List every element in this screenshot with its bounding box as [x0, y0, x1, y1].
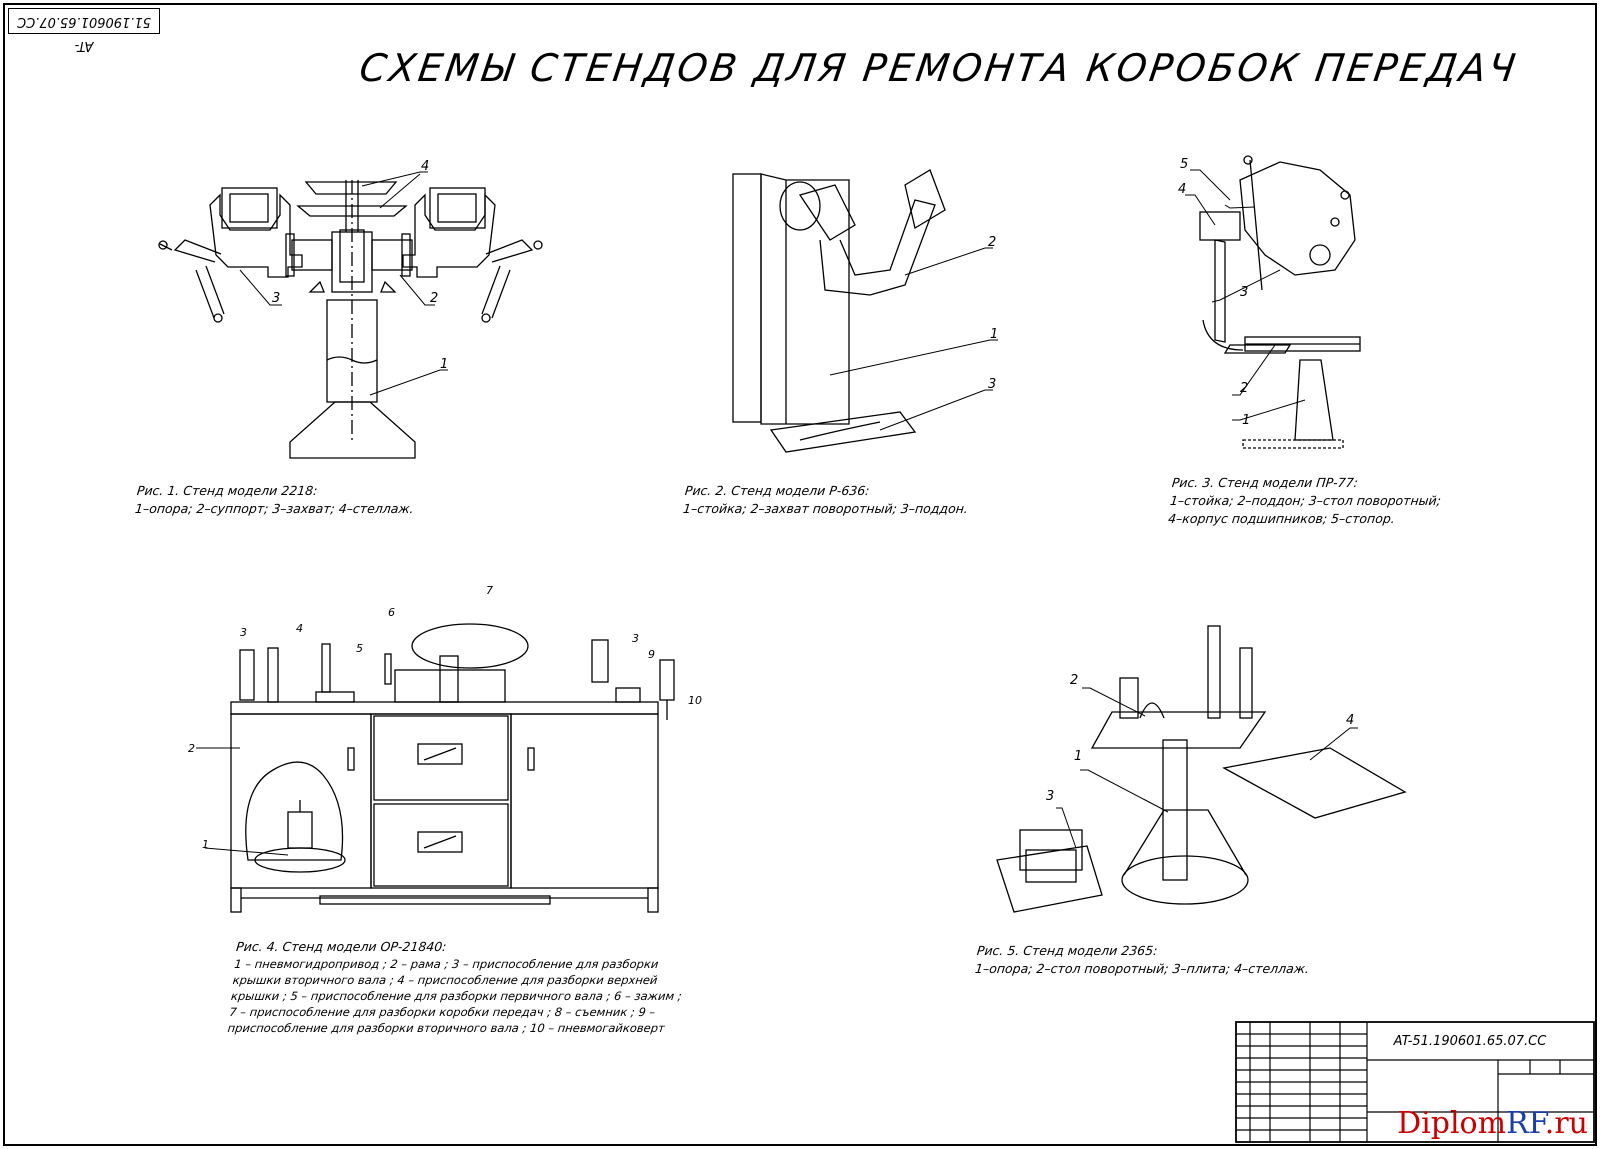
callout: 1	[440, 357, 448, 372]
callout: 10	[688, 694, 702, 707]
figure-4-stand-or21840	[196, 623, 675, 913]
figure-3-stand-pr77	[1185, 155, 1361, 449]
callout: 2	[988, 235, 996, 250]
figure-1-caption-block: Рис. 1. Стенд модели 2218: 1–опора; 2–су…	[134, 482, 416, 518]
figure-legend-line: крышки вторичного вала ; 4 – приспособле…	[232, 973, 659, 987]
callout: 4	[421, 159, 429, 174]
title-block	[1235, 1021, 1595, 1143]
callout: 1	[1242, 413, 1250, 428]
figure-legend-line: 4–корпус подшипников; 5–стопор.	[1167, 511, 1396, 526]
figure-legend-line: приспособление для разборки вторичного в…	[226, 1021, 666, 1035]
callout: 2	[1070, 673, 1078, 688]
callout: 7	[486, 584, 493, 597]
figure-2-callouts: 1 2 3	[988, 235, 998, 392]
figure-2-stand-p636	[732, 169, 998, 453]
watermark-logo[interactable]: DiplomRF.ru	[1397, 1106, 1588, 1141]
watermark-part: RF	[1506, 1106, 1545, 1141]
figure-caption: Рис. 2. Стенд модели Р-636:	[684, 483, 871, 498]
figure-legend-line: 1 – пневмогидропривод ; 2 – рама ; 3 – п…	[233, 957, 660, 971]
sheet-frame	[3, 3, 1597, 1146]
title-block-code: AT-51.190601.65.07.CC	[1393, 1034, 1547, 1049]
callout: 3	[240, 626, 247, 639]
figure-4-caption-block: Рис. 4. Стенд модели ОР-21840: 1 – пневм…	[227, 938, 688, 1036]
figure-2-caption-block: Рис. 2. Стенд модели Р-636: 1–стойка; 2–…	[682, 482, 971, 518]
figure-legend-line: 7 – приспособление для разборки коробки …	[228, 1005, 656, 1019]
figure-legend-line: крышки ; 5 – приспособление для разборки…	[230, 989, 683, 1003]
figure-5-callouts: 1 2 3 4	[1046, 673, 1354, 804]
callout: 2	[430, 291, 438, 306]
callout: 1	[990, 327, 998, 342]
callout: 3	[1046, 789, 1054, 804]
figure-3-caption-block: Рис. 3. Стенд модели ПР-77: 1–стойка; 2–…	[1167, 474, 1444, 528]
rotated-stamp: AT-51.190601.65.07.CC	[8, 8, 160, 53]
callout: 4	[296, 622, 303, 635]
figure-caption: Рис. 3. Стенд модели ПР-77:	[1171, 475, 1359, 490]
figure-caption: Рис. 1. Стенд модели 2218:	[136, 483, 319, 498]
callout: 4	[1346, 713, 1354, 728]
callout: 1	[1074, 749, 1082, 764]
figure-5-caption-block: Рис. 5. Стенд модели 2365: 1–опора; 2–ст…	[974, 942, 1312, 978]
figure-1-callouts: 1 2 3 4	[272, 159, 448, 372]
figure-caption: Рис. 5. Стенд модели 2365:	[976, 943, 1159, 958]
figure-caption: Рис. 4. Стенд модели ОР-21840:	[235, 939, 448, 954]
figure-5-stand-2365	[996, 625, 1407, 913]
callout: 3	[988, 377, 996, 392]
figure-legend-line: 1–опора; 2–суппорт; 3–захват; 4–стеллаж.	[134, 501, 415, 516]
figure-legend-line: 1–стойка; 2–поддон; 3–стол поворотный;	[1169, 493, 1442, 508]
callout: 2	[188, 742, 195, 755]
watermark-part: Diplom	[1397, 1106, 1507, 1141]
callout: 3	[632, 632, 639, 645]
figure-3-callouts: 1 2 3 4 5	[1178, 157, 1250, 428]
callout: 5	[356, 642, 363, 655]
figure-4-callouts: 1 2 3 4 5 6 7 3 9 10	[188, 584, 702, 851]
callout: 2	[1240, 381, 1248, 396]
callout: 9	[648, 648, 655, 661]
page-title: СХЕМЫ СТЕНДОВ ДЛЯ РЕМОНТА КОРОБОК ПЕРЕДА…	[356, 46, 1521, 90]
callout: 1	[202, 838, 209, 851]
watermark-part: .ru	[1544, 1106, 1588, 1141]
figure-legend-line: 1–опора; 2–стол поворотный; 3–плита; 4–с…	[974, 961, 1310, 976]
stamp-code: AT-51.190601.65.07.CC	[17, 14, 151, 53]
callout: 4	[1178, 182, 1186, 197]
callout: 5	[1180, 157, 1188, 172]
callout: 6	[388, 606, 395, 619]
callout: 3	[272, 291, 280, 306]
figure-1-stand-2218	[158, 171, 543, 459]
callout: 3	[1240, 285, 1248, 300]
figure-legend-line: 1–стойка; 2–захват поворотный; 3–поддон.	[682, 501, 969, 516]
